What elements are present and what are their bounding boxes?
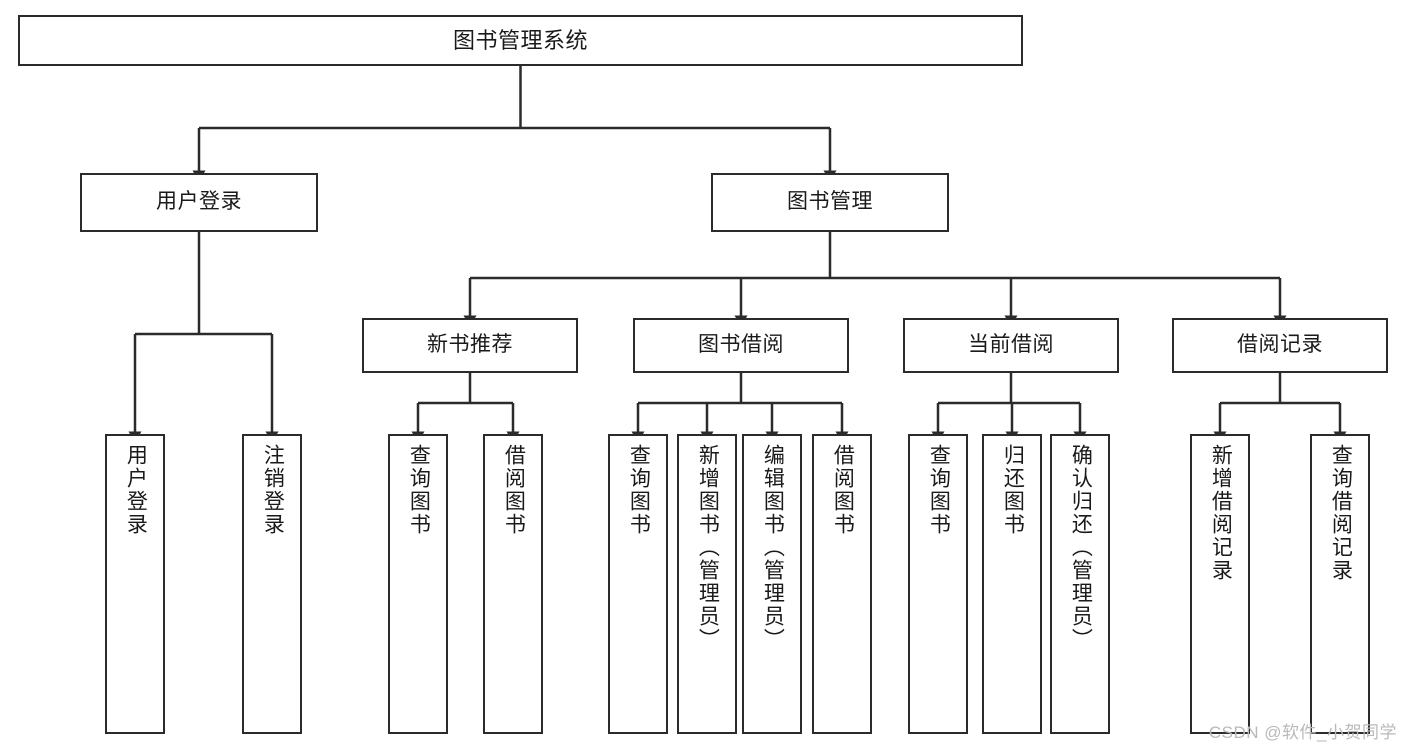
- node-label: 用户登录: [156, 190, 242, 214]
- node-root[interactable]: 图书管理系统: [18, 15, 1023, 66]
- node-book-borrow[interactable]: 图书借阅: [633, 318, 849, 373]
- node-label: 新增图书（管理员）: [696, 444, 720, 651]
- node-leaf-borrow-book-2[interactable]: 借阅图书: [812, 434, 872, 734]
- node-leaf-query-book-2[interactable]: 查询图书: [608, 434, 668, 734]
- node-leaf-return-book[interactable]: 归还图书: [982, 434, 1042, 734]
- node-book-manage[interactable]: 图书管理: [711, 173, 949, 232]
- node-label: 图书借阅: [698, 333, 784, 357]
- node-label: 新书推荐: [427, 333, 513, 357]
- node-leaf-confirm-return[interactable]: 确认归还（管理员）: [1050, 434, 1110, 734]
- node-label: 归还图书: [1001, 444, 1025, 536]
- node-label: 查询图书: [627, 444, 651, 536]
- node-label: 用户登录: [124, 444, 148, 536]
- node-leaf-query-record[interactable]: 查询借阅记录: [1310, 434, 1370, 734]
- node-leaf-user-login[interactable]: 用户登录: [105, 434, 165, 734]
- node-label: 借阅图书: [502, 444, 526, 536]
- node-current-borrow[interactable]: 当前借阅: [903, 318, 1119, 373]
- node-leaf-edit-book[interactable]: 编辑图书（管理员）: [742, 434, 802, 734]
- node-leaf-query-book-1[interactable]: 查询图书: [388, 434, 448, 734]
- node-borrow-record[interactable]: 借阅记录: [1172, 318, 1388, 373]
- node-new-book-rec[interactable]: 新书推荐: [362, 318, 578, 373]
- node-label: 新增借阅记录: [1209, 444, 1233, 582]
- node-leaf-add-record[interactable]: 新增借阅记录: [1190, 434, 1250, 734]
- node-label: 查询图书: [927, 444, 951, 536]
- node-leaf-query-book-3[interactable]: 查询图书: [908, 434, 968, 734]
- node-label: 注销登录: [261, 444, 285, 536]
- watermark: CSDN @软件_小贺同学: [1208, 723, 1397, 742]
- node-label: 借阅记录: [1237, 333, 1323, 357]
- node-leaf-add-book[interactable]: 新增图书（管理员）: [677, 434, 737, 734]
- node-label: 确认归还（管理员）: [1069, 444, 1093, 651]
- node-leaf-borrow-book-1[interactable]: 借阅图书: [483, 434, 543, 734]
- node-label: 当前借阅: [968, 333, 1054, 357]
- node-label: 图书管理系统: [452, 27, 588, 53]
- node-label: 查询借阅记录: [1329, 444, 1353, 582]
- node-label: 编辑图书（管理员）: [761, 444, 785, 651]
- node-label: 图书管理: [787, 190, 873, 214]
- connector-lines: [128, 66, 1347, 443]
- node-label: 借阅图书: [831, 444, 855, 536]
- node-leaf-logout[interactable]: 注销登录: [242, 434, 302, 734]
- node-user-login[interactable]: 用户登录: [80, 173, 318, 232]
- node-label: 查询图书: [407, 444, 431, 536]
